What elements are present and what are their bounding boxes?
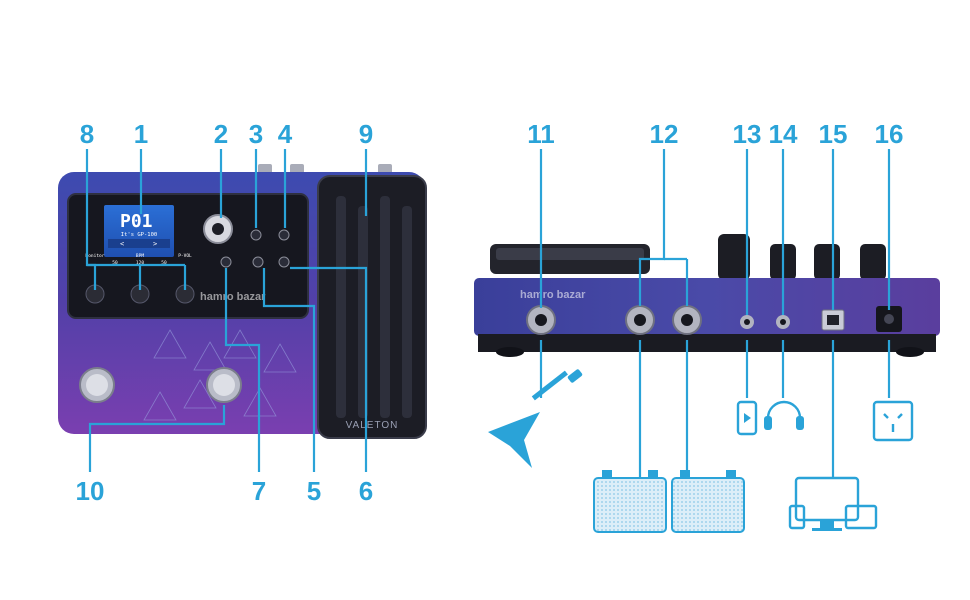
- patch-number: P01: [120, 211, 153, 232]
- watermark-rear: hamro bazar: [520, 289, 586, 301]
- callout-number: 1: [134, 119, 148, 149]
- callout-number: 15: [819, 119, 848, 149]
- callout-number: 6: [359, 476, 373, 506]
- speaker-cabinet-icon: [593, 470, 667, 533]
- lcd-screen: P01 It's GP-100 < >: [104, 205, 174, 257]
- param-label-monitor: Monitor: [86, 253, 105, 259]
- button-7[interactable]: [220, 256, 232, 268]
- param-value-3: 50: [161, 260, 167, 266]
- guitar-icon: [488, 369, 583, 468]
- footswitch-left[interactable]: [79, 367, 115, 403]
- button-4[interactable]: [278, 229, 290, 241]
- watermark-front: hamro bazar: [200, 291, 266, 303]
- param-value-2: 120: [136, 260, 144, 266]
- output-jack-right[interactable]: [672, 305, 702, 335]
- param-value-1: 50: [112, 260, 118, 266]
- callout-number: 3: [249, 119, 263, 149]
- callout-number: 11: [527, 119, 555, 149]
- output-jack-left[interactable]: [625, 305, 655, 335]
- preset-name: It's GP-100: [121, 232, 157, 238]
- headphone-jack[interactable]: [776, 315, 790, 329]
- callout-number: 13: [733, 119, 762, 149]
- callout-number: 16: [875, 119, 904, 149]
- callout-number: 2: [214, 119, 228, 149]
- guitar-input-jack[interactable]: [526, 305, 556, 335]
- aux-in-jack[interactable]: [740, 315, 754, 329]
- callout-number: 9: [359, 119, 373, 149]
- rear-knob-3[interactable]: [814, 244, 840, 280]
- front-callout-lines: [85, 149, 368, 472]
- rear-knob-1[interactable]: [718, 234, 750, 280]
- expression-pedal[interactable]: VALETON: [317, 175, 427, 439]
- footswitch-right[interactable]: [206, 367, 242, 403]
- power-jack[interactable]: [876, 306, 902, 332]
- param-label-bpm: BPM: [136, 253, 144, 259]
- computer-icon: [788, 476, 878, 531]
- usb-port[interactable]: [821, 309, 845, 331]
- callout-number: 8: [80, 119, 94, 149]
- button-6[interactable]: [278, 256, 290, 268]
- front-view: P01 It's GP-100 < > Monitor BPM P-VOL 50…: [58, 164, 427, 439]
- screen-right-arrow: >: [153, 240, 157, 248]
- callout-number: 4: [278, 119, 293, 149]
- phone-icon: [736, 400, 758, 436]
- callout-number: 7: [252, 476, 266, 506]
- brand-logo: VALETON: [346, 420, 399, 431]
- power-outlet-icon: [872, 400, 914, 442]
- rear-knob-4[interactable]: [860, 244, 886, 280]
- speaker-cabinet-icon: [671, 470, 745, 533]
- callout-number: 5: [307, 476, 321, 506]
- callout-number: 12: [650, 119, 679, 149]
- param-label-pvol: P-VOL: [178, 253, 192, 259]
- button-5[interactable]: [252, 256, 264, 268]
- callout-number: 14: [769, 119, 798, 149]
- headphones-icon: [764, 400, 804, 430]
- callout-numbers: 8 1 2 3 4 9 11 12 13 14 15 16 10 7 5 6: [76, 119, 904, 506]
- screen-left-arrow: <: [120, 240, 124, 248]
- callout-number: 10: [76, 476, 105, 506]
- button-3[interactable]: [250, 229, 262, 241]
- rear-view: hamro bazar: [474, 234, 940, 357]
- rear-callout-lines: [539, 149, 891, 478]
